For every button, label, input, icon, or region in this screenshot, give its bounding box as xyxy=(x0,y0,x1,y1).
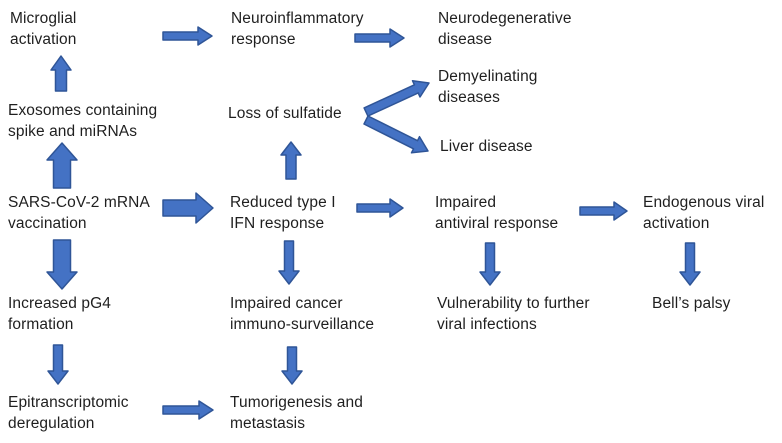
node-bells-palsy: Bell’s palsy xyxy=(652,295,731,312)
arrow-endogenous_viral_activation-to-bells_palsy xyxy=(679,242,701,286)
node-reduced-type-i-ifn-response: Reduced type I IFN response xyxy=(230,194,336,232)
node-neurodegenerative-disease: Neurodegenerative disease xyxy=(438,10,572,48)
arrow-microglial_activation-to-neuroinflammatory_response xyxy=(162,26,213,46)
arrow-epitranscriptomic_deregulation-to-tumorigenesis_metastasis xyxy=(162,400,214,420)
node-impaired-antiviral-response: Impaired antiviral response xyxy=(435,194,559,232)
node-neuroinflammatory-response: Neuroinflammatory response xyxy=(231,10,364,48)
node-demyelinating-diseases: Demyelinating diseases xyxy=(438,68,538,106)
arrow-sars_cov2_mrna_vaccination-to-increased_pg4_formation xyxy=(46,239,78,290)
arrow-impaired_antiviral_response-to-endogenous_viral_activation xyxy=(579,201,628,221)
arrow-increased_pg4_formation-to-epitranscriptomic_deregulation xyxy=(47,344,69,385)
arrow-impaired_antiviral_response-to-vulnerability_further_viral_infections xyxy=(479,242,501,286)
arrow-loss_of_sulfatide-to-liver_disease xyxy=(363,115,429,154)
arrow-reduced_type_i_ifn_response-to-loss_of_sulfatide xyxy=(280,141,302,180)
arrow-exosomes_spike_mirnas-to-microglial_activation xyxy=(50,55,72,92)
node-liver-disease: Liver disease xyxy=(440,138,533,155)
arrow-reduced_type_i_ifn_response-to-impaired_antiviral_response xyxy=(356,198,404,218)
node-exosomes-containing-spike-and-mirnas: Exosomes containing spike and miRNAs xyxy=(8,102,158,140)
node-microglial-activation: Microglial activation xyxy=(10,10,77,48)
node-tumorigenesis-and-metastasis: Tumorigenesis and metastasis xyxy=(230,394,363,432)
arrow-sars_cov2_mrna_vaccination-to-reduced_type_i_ifn_response xyxy=(162,192,214,224)
arrow-sars_cov2_mrna_vaccination-to-exosomes_spike_mirnas xyxy=(46,142,78,189)
node-loss-of-sulfatide: Loss of sulfatide xyxy=(228,105,342,122)
node-endogenous-viral-activation: Endogenous viral activation xyxy=(643,194,765,232)
node-impaired-cancer-immuno-surveillance: Impaired cancer immuno-surveillance xyxy=(230,295,375,333)
arrow-impaired_cancer_immuno_surveillance-to-tumorigenesis_metastasis xyxy=(281,346,303,385)
node-vulnerability-to-further-viral-infections: Vulnerability to further viral infection… xyxy=(437,295,590,333)
arrow-loss_of_sulfatide-to-demyelinating_diseases xyxy=(363,79,430,117)
node-epitranscriptomic-deregulation: Epitranscriptomic deregulation xyxy=(8,394,129,432)
arrow-neuroinflammatory_response-to-neurodegenerative_disease xyxy=(354,28,405,48)
node-sars-cov-2-mrna-vaccination: SARS-CoV-2 mRNA vaccination xyxy=(8,194,150,232)
node-increased-pg4-formation: Increased pG4 formation xyxy=(8,295,111,333)
arrow-reduced_type_i_ifn_response-to-impaired_cancer_immuno_surveillance xyxy=(278,240,300,285)
